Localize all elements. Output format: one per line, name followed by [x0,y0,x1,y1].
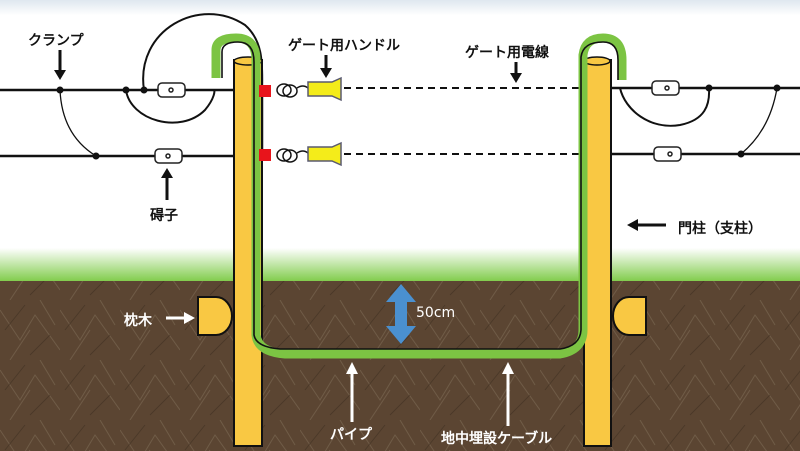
buried-cable [221,41,619,350]
insulators [154,80,682,164]
label-arrows [54,50,666,231]
gate-wire-dashed [344,87,582,155]
pipe [211,33,627,359]
white-arrows [166,312,514,426]
label-buried-cable: 地中埋設ケーブル [441,431,553,447]
label-sleeper: 枕木 [124,313,152,329]
gate-handle-top [259,76,342,102]
sleeper-left [197,296,233,336]
sleeper-right [612,296,647,336]
depth-arrow [386,284,416,344]
grass [0,248,800,282]
sky [0,0,800,255]
label-pipe: パイプ [330,427,372,443]
label-depth: 50cm [416,305,456,321]
label-clamp: クランプ [28,33,84,49]
label-gate-handle: ゲート用ハンドル [288,38,400,54]
label-gate-wire: ゲート用電線 [465,45,549,61]
gate-post-right [583,56,612,447]
label-insulator: 碍子 [150,208,178,224]
fence-wires-right [612,86,800,156]
label-gate-post: 門柱（支柱） [678,221,762,237]
gate-handle-bottom [259,141,342,167]
